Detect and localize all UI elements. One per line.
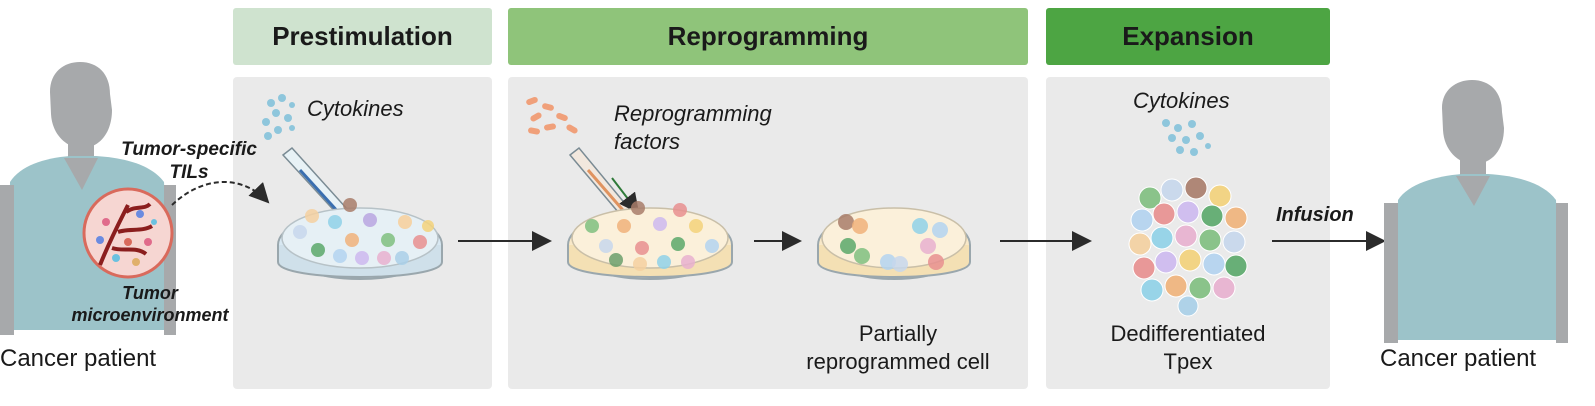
pipette-reprog (568, 146, 640, 221)
cytokine-dots-prestim (262, 94, 295, 140)
reprog-factors-line-2: factors (614, 129, 681, 154)
expansion-cytokines-label: Cytokines (1133, 88, 1230, 113)
right-patient-label: Cancer patient (1380, 345, 1537, 372)
dedifferentiated-tpex-caption: Dedifferentiated Tpex (1070, 320, 1306, 376)
tumor-microenvironment-icon (82, 187, 174, 279)
expanded-cell-cluster (1128, 176, 1248, 317)
expansion-caption-line-2: Tpex (1163, 349, 1213, 374)
reprog-caption-line-1: Partially (858, 321, 938, 346)
reprogramming-factors-label: Reprogramming factors (614, 100, 772, 156)
reprog-factors-line-1: Reprogramming (614, 101, 772, 126)
prestim-cytokines-label: Cytokines (307, 96, 404, 121)
petri-dish-reprog-2 (817, 207, 971, 280)
left-patient-label: Cancer patient (0, 345, 157, 372)
tils-label-line-2: TILs (169, 162, 209, 183)
expansion-caption-line-1: Dedifferentiated (1110, 321, 1266, 346)
prestimulation-header: Prestimulation (233, 8, 492, 65)
cytokine-dots-expansion (1162, 119, 1211, 156)
expansion-header: Expansion (1046, 8, 1330, 65)
reprog-caption-line-2: reprogrammed cell (806, 349, 990, 374)
reprogramming-header: Reprogramming (508, 8, 1028, 65)
infusion-label: Infusion (1276, 204, 1354, 226)
tme-label-line-2: microenvironment (71, 305, 229, 325)
tumor-microenvironment-label: Tumor microenvironment (70, 282, 230, 326)
partially-reprogrammed-caption: Partially reprogrammed cell (780, 320, 1016, 376)
petri-dish-prestim (277, 198, 443, 280)
pipette-prestim (281, 146, 350, 219)
tme-label-line-1: Tumor (122, 283, 178, 303)
reprogramming-title: Reprogramming (667, 21, 869, 51)
petri-dish-reprog-1 (567, 201, 733, 280)
tils-label: Tumor-specific TILs (108, 138, 270, 184)
expansion-title: Expansion (1122, 21, 1254, 51)
prestimulation-title: Prestimulation (272, 21, 453, 51)
reprogramming-factor-icons (526, 96, 578, 135)
tils-label-line-1: Tumor-specific (121, 139, 257, 160)
right-patient-icon (1384, 80, 1568, 343)
